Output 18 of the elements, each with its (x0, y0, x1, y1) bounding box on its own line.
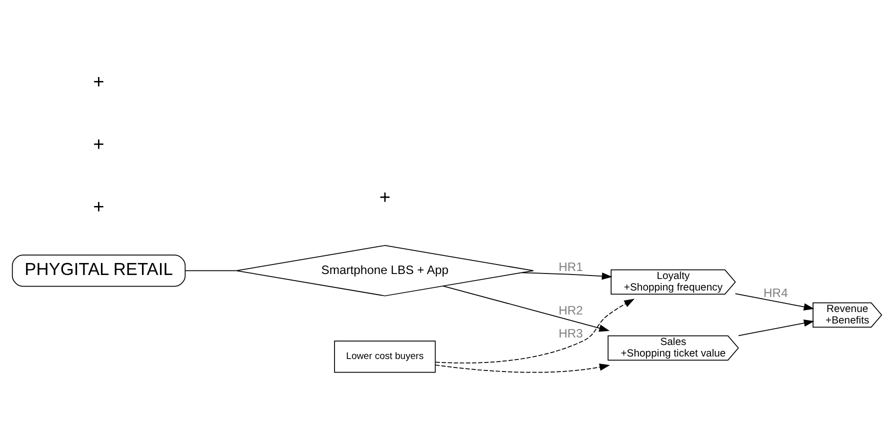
arrow (521, 272, 612, 280)
label: + (93, 134, 104, 155)
label: + (93, 71, 104, 92)
arrow (442, 285, 610, 332)
connector (184, 270, 237, 271)
edge-label: HR4 (764, 285, 788, 300)
arrow (434, 363, 610, 372)
label: + (379, 186, 390, 208)
edge-label: HR2 (558, 302, 583, 317)
edge-label: HR1 (558, 259, 583, 274)
arrow (435, 298, 635, 363)
label: + (93, 196, 104, 218)
node-box: Lower cost buyers (334, 340, 436, 372)
arrow (734, 292, 814, 310)
arrow (738, 319, 814, 336)
edge-label: HR3 (558, 326, 583, 340)
node-box: PHYGITAL RETAIL (12, 254, 186, 286)
node-diamond: Smartphone LBS + App (236, 244, 534, 296)
